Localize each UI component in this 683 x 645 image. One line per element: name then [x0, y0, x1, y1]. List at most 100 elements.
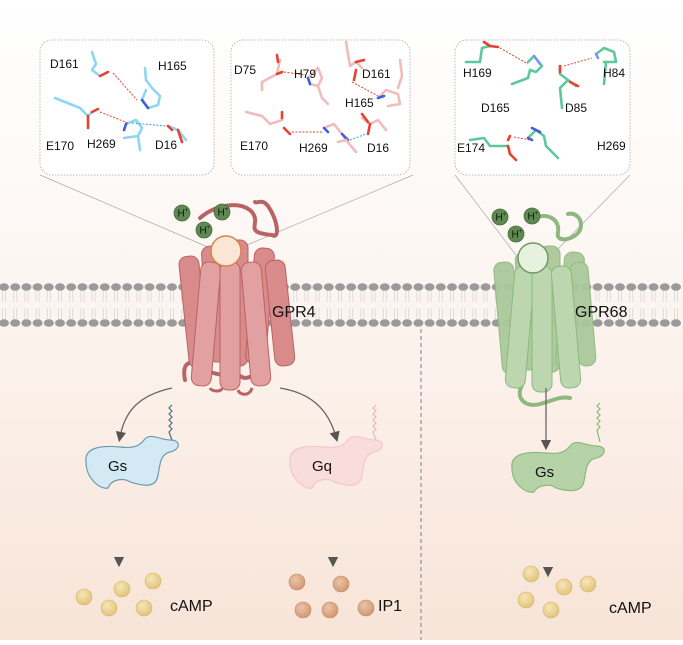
gpr4-receptor: [178, 199, 296, 396]
lipid-head: [346, 283, 357, 291]
lipid-head: [480, 283, 491, 291]
svg-text:H: H: [200, 226, 207, 237]
residue-label: H269: [299, 141, 328, 155]
molecule-icon: [332, 575, 350, 593]
svg-text:H: H: [512, 230, 519, 241]
lipid-head: [21, 319, 32, 327]
molecule-icon: [135, 599, 153, 617]
lipid-head: [626, 319, 637, 327]
lipid-head: [43, 283, 54, 291]
residue-label: D161: [50, 57, 79, 71]
lipid-head: [480, 319, 491, 327]
second-messengers: [75, 565, 597, 619]
lipid-head: [648, 319, 659, 327]
residue-label: D75: [234, 63, 256, 77]
lipid-head: [312, 283, 323, 291]
lipid-head: [335, 283, 345, 291]
molecule-icon: [100, 599, 118, 617]
gq-protein-gpr4: Gq: [289, 404, 383, 489]
lipid-head: [413, 283, 424, 291]
svg-text:H: H: [178, 209, 185, 220]
lipid-head: [167, 283, 177, 291]
lipid-head: [32, 319, 43, 327]
lipid-head: [66, 283, 77, 291]
gpr68-receptor: [493, 211, 597, 407]
lipid-head: [592, 283, 603, 291]
lipid-head: [167, 319, 177, 327]
lipid-head: [424, 319, 435, 327]
lipid-head: [77, 319, 88, 327]
proton-icon: H+: [213, 203, 231, 221]
lipid-head: [603, 319, 614, 327]
molecule-icon: [522, 565, 540, 583]
residue-label: D16: [155, 138, 177, 152]
residue-label: E174: [457, 141, 485, 155]
lipid-head: [122, 283, 133, 291]
svg-text:+: +: [503, 212, 507, 218]
arrow-gpr4-to-gs: [115, 387, 173, 443]
proton-icon: H+: [173, 204, 191, 222]
lipid-head: [144, 283, 155, 291]
ligand-binding-site: [210, 235, 242, 267]
lipid-head: [379, 319, 390, 327]
lipid-head: [447, 319, 457, 327]
lipid-head: [155, 319, 166, 327]
lipid-head: [637, 319, 648, 327]
receptor-label-gpr4: GPR4: [272, 304, 316, 321]
lipid-head: [10, 319, 21, 327]
molecule-icon: [542, 601, 560, 619]
lipid-head: [379, 283, 390, 291]
lipid-head: [312, 319, 323, 327]
lipid-head: [323, 283, 334, 291]
proton-icon: H+: [507, 225, 525, 243]
lipid-head: [424, 283, 435, 291]
lipid-head: [323, 319, 334, 327]
lipid-head: [301, 319, 312, 327]
lipid-head: [290, 319, 301, 327]
molecule-icon: [357, 599, 375, 617]
residue-label: H269: [87, 137, 116, 151]
lipid-head: [77, 283, 88, 291]
lipid-head: [447, 283, 457, 291]
residue-label: H169: [463, 66, 492, 80]
receptor-label-gpr68: GPR68: [575, 304, 628, 321]
lipid-head: [111, 283, 121, 291]
lipid-head: [0, 283, 9, 291]
lipid-head: [290, 283, 301, 291]
lipid-head: [66, 319, 77, 327]
proton-icon: H+: [523, 207, 541, 225]
lipid-head: [469, 319, 480, 327]
panel-frame: [39, 39, 215, 176]
lipid-head: [99, 283, 110, 291]
lipid-head: [133, 283, 144, 291]
residue-label: E170: [240, 139, 268, 153]
molecule-icon: [517, 591, 535, 609]
svg-text:+: +: [207, 225, 211, 231]
protons: H+H+H+H+H+H+: [173, 203, 541, 243]
lipid-head: [368, 319, 379, 327]
gprotein-label: Gq: [312, 458, 332, 475]
molecule-icon: [579, 575, 597, 593]
molecule-icon: [75, 588, 93, 606]
residue-panel-3: H169 H84 D165 D85 E174 H269: [454, 39, 631, 176]
residue-label: D165: [481, 101, 510, 115]
svg-text:+: +: [225, 207, 229, 213]
lipid-head: [402, 319, 413, 327]
residue-label: H165: [158, 59, 187, 73]
lipid-head: [603, 283, 614, 291]
lipid-head: [671, 283, 681, 291]
molecule-icon: [294, 601, 312, 619]
gprotein-label: Gs: [108, 458, 127, 475]
lipid-head: [469, 283, 480, 291]
molecule-icon: [321, 601, 339, 619]
product-label-camp: cAMP: [170, 598, 213, 615]
panel-frame: [454, 39, 631, 176]
gs-protein-gpr4: Gs: [85, 404, 179, 489]
lipid-head: [659, 319, 670, 327]
svg-text:+: +: [519, 229, 523, 235]
product-label-camp-2: cAMP: [609, 600, 652, 617]
product-label-ip1: IP1: [378, 598, 402, 615]
signaling-arrows: [113, 387, 554, 578]
lipid-head: [368, 283, 379, 291]
